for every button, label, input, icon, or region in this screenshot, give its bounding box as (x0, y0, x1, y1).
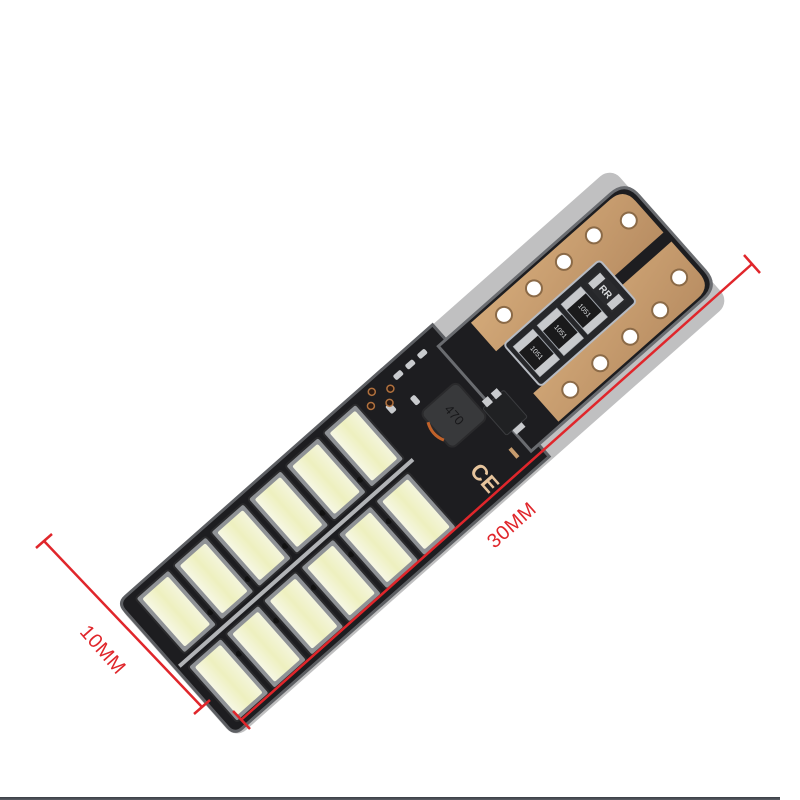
copper-pad-top (470, 193, 664, 352)
width-dimension (35, 533, 211, 715)
width-dimension-cap (35, 533, 53, 549)
length-dimension-cap (743, 254, 761, 274)
smd-led (135, 569, 218, 654)
length-dimension-line (240, 263, 753, 721)
smd-led (262, 571, 345, 656)
led-array (135, 403, 457, 722)
smd-led (322, 403, 405, 488)
resistor: 1051 (560, 286, 609, 335)
width-dimension-cap (193, 699, 211, 715)
width-dimension-line (43, 540, 203, 708)
rectifier-diodes: RR (585, 269, 627, 313)
resistor-array: 1051 1051 1051 RR (504, 260, 636, 386)
smd-led (210, 503, 292, 588)
led-pcb-board: 1051 1051 1051 RR (120, 172, 725, 734)
smd-led (172, 536, 255, 621)
inductor: 470 (421, 382, 487, 448)
resistor: 1051 (536, 307, 585, 357)
smd-led (247, 470, 330, 555)
length-dimension-cap (232, 710, 251, 730)
copper-pad-bottom (533, 241, 705, 422)
smd-led (285, 436, 367, 522)
driver-ic (481, 388, 528, 436)
connector-holes (495, 211, 689, 399)
via-holes (366, 384, 395, 411)
length-dimension (232, 254, 761, 730)
resistor: 1051 (512, 328, 561, 378)
width-label: 10MM (75, 621, 130, 679)
bottom-border (0, 797, 780, 800)
